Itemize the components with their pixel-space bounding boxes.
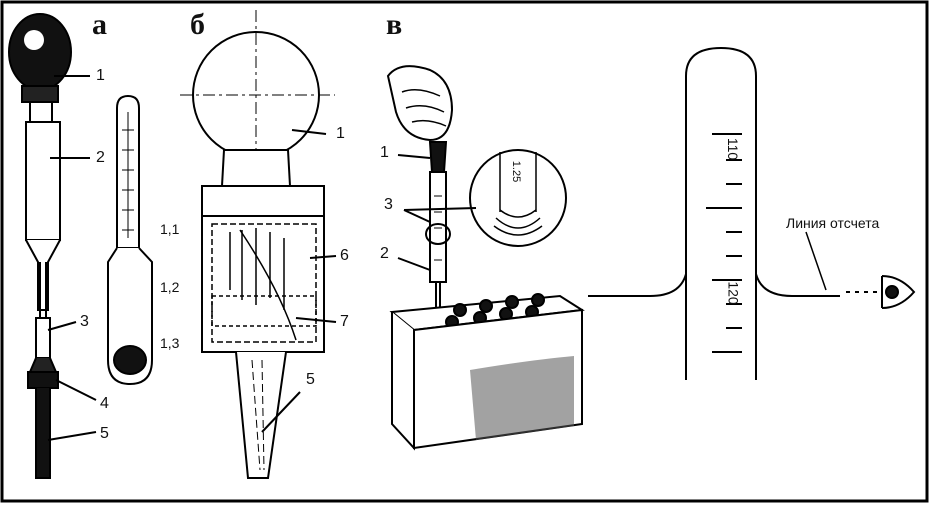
label-a-3: 3 <box>80 313 89 330</box>
float <box>35 317 51 359</box>
panel-letter-b: б <box>190 8 205 41</box>
label-b-6: 6 <box>340 247 349 264</box>
scale-1-3: 1,3 <box>160 335 180 351</box>
tick-label-110: 110 <box>725 137 742 161</box>
scale-1-1: 1,1 <box>160 221 180 237</box>
scale-hydrometer <box>180 10 337 479</box>
meniscus-right <box>755 273 840 297</box>
cap <box>201 185 325 217</box>
pipette-hydrometer <box>8 13 97 479</box>
label-b-7: 7 <box>340 313 349 330</box>
label-a-4: 4 <box>100 395 109 412</box>
pipette <box>429 171 447 283</box>
label-a-2: 2 <box>96 149 105 166</box>
label-v-2: 2 <box>380 245 389 262</box>
measurement-scene <box>386 65 585 451</box>
closeup-reading: 1.25 <box>510 160 523 183</box>
meniscus-left <box>588 273 687 297</box>
rubber-bulb <box>8 13 72 91</box>
panel-letter-a: а <box>92 8 107 41</box>
label-v-1: 1 <box>380 144 389 161</box>
glass-cylinder <box>25 121 61 241</box>
magnifier <box>469 149 567 247</box>
label-b-1: 1 <box>336 125 345 142</box>
reading-line-label: Линия отсчета <box>786 215 880 231</box>
panel-letter-v: в <box>386 8 403 41</box>
label-a-1: 1 <box>96 67 105 84</box>
scale-1-2: 1,2 <box>160 279 180 295</box>
label-b-5: 5 <box>306 371 315 388</box>
label-v-3: 3 <box>384 196 393 213</box>
scale-detail <box>588 46 916 380</box>
stopper <box>27 371 59 389</box>
tick-label-120: 120 <box>725 281 742 305</box>
scale-box <box>201 215 325 353</box>
hand <box>386 65 454 142</box>
areometer-float <box>107 94 153 386</box>
label-a-5: 5 <box>100 425 109 442</box>
